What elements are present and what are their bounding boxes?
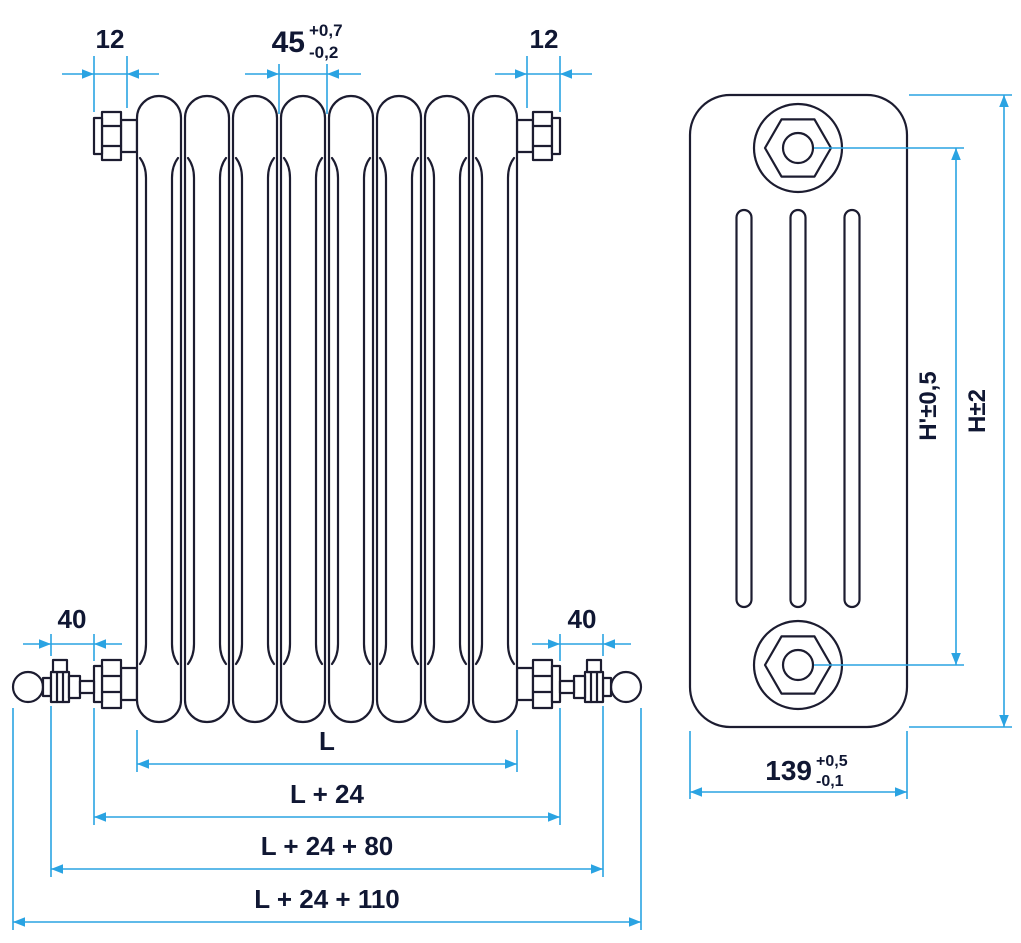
radiator-section-tube-lines bbox=[282, 156, 324, 666]
dim-depth-tol-plus: +0,5 bbox=[816, 753, 848, 770]
plug-cap bbox=[550, 116, 562, 156]
valve-tailpiece bbox=[78, 679, 96, 695]
dim-depth: 139 +0,5 -0,1 bbox=[689, 731, 908, 799]
bottom-left-valve bbox=[11, 658, 96, 704]
radiator-section-outline bbox=[375, 94, 423, 724]
radiator-section-tube-lines bbox=[138, 156, 180, 666]
radiator-section-outline bbox=[135, 94, 183, 724]
dim-height-overall-value: H±2 bbox=[964, 389, 991, 433]
bottom-left-plug bbox=[92, 658, 139, 710]
valve-stem bbox=[51, 658, 69, 674]
radiator-section-tube-lines bbox=[378, 156, 420, 666]
dim-valve-right: 40 bbox=[532, 604, 631, 661]
dim-length-value: L bbox=[319, 726, 335, 756]
radiator-section-outline bbox=[279, 94, 327, 724]
front-view bbox=[11, 94, 643, 724]
plug-cap bbox=[92, 116, 104, 156]
side-column-groove bbox=[843, 208, 861, 609]
dim-pitch-value: 45 bbox=[272, 26, 305, 59]
side-body-outline bbox=[688, 93, 909, 729]
dim-height-overall: H±2 bbox=[909, 94, 1012, 728]
side-column-groove bbox=[735, 208, 753, 609]
dim-valve-left: 40 bbox=[23, 604, 122, 661]
dim-plug-right-value: 12 bbox=[530, 24, 559, 54]
top-left-plug bbox=[92, 110, 139, 162]
plug-neck bbox=[119, 118, 139, 154]
valve-union-nut bbox=[583, 670, 605, 704]
dim-depth-tol-minus: -0,1 bbox=[816, 773, 844, 790]
radiator-section-outline bbox=[327, 94, 375, 724]
plug-hex bbox=[763, 635, 833, 695]
valve-body bbox=[67, 674, 82, 700]
dim-plug-left-value: 12 bbox=[96, 24, 125, 54]
plug-bore-circle bbox=[781, 131, 815, 165]
radiator-section-outline bbox=[471, 94, 519, 724]
dim-length-valves: L + 24 + 80 bbox=[50, 706, 604, 877]
dim-valve-left-value: 40 bbox=[58, 604, 87, 634]
radiator-section-tube-lines bbox=[330, 156, 372, 666]
valve-tailpiece bbox=[558, 679, 576, 695]
valve-stem bbox=[585, 658, 603, 674]
valve-joint bbox=[601, 676, 613, 698]
dim-length-total: L + 24 + 110 bbox=[12, 708, 642, 930]
top-right-plug bbox=[515, 110, 562, 162]
plug-cap bbox=[92, 664, 104, 704]
dim-height-axis-value: H'±0,5 bbox=[915, 371, 942, 441]
radiator-section-tube-lines bbox=[474, 156, 516, 666]
dim-length-plugs: L + 24 bbox=[93, 708, 561, 825]
radiator-section-tube-lines bbox=[186, 156, 228, 666]
plug-hex-flange bbox=[531, 658, 554, 710]
dim-plug-right: 12 bbox=[495, 24, 592, 112]
dim-valve-right-value: 40 bbox=[568, 604, 597, 634]
dim-pitch-tol-minus: -0,2 bbox=[309, 43, 338, 62]
dim-length-plugs-value: L + 24 bbox=[290, 779, 365, 809]
plug-hex-flange bbox=[100, 658, 123, 710]
plug-neck bbox=[515, 118, 535, 154]
plug-hex-flange bbox=[531, 110, 554, 162]
dim-plug-left: 12 bbox=[62, 24, 159, 112]
dim-length-total-value: L + 24 + 110 bbox=[254, 884, 400, 914]
dim-length-valves-value: L + 24 + 80 bbox=[261, 831, 394, 861]
side-column-groove bbox=[789, 208, 807, 609]
plug-cap bbox=[550, 664, 562, 704]
plug-bore-circle bbox=[781, 648, 815, 682]
side-view bbox=[688, 93, 909, 729]
plug-hex-flange bbox=[100, 110, 123, 162]
plug-neck bbox=[515, 666, 535, 702]
radiator-section-tube-lines bbox=[426, 156, 468, 666]
valve-body bbox=[572, 674, 587, 700]
bottom-right-valve bbox=[558, 658, 643, 704]
valve-union-nut bbox=[49, 670, 71, 704]
radiator-section-tube-lines bbox=[234, 156, 276, 666]
bottom-right-plug bbox=[515, 658, 562, 710]
radiator-section-outline bbox=[231, 94, 279, 724]
dim-depth-value: 139 bbox=[765, 755, 812, 786]
valve-ball bbox=[609, 670, 643, 704]
dim-pitch-tol-plus: +0,7 bbox=[309, 21, 343, 40]
valve-ball bbox=[11, 670, 45, 704]
plug-hex bbox=[763, 118, 833, 178]
dim-height-axis: H'±0,5 bbox=[814, 147, 964, 666]
dim-pitch: 45 +0,7 -0,2 bbox=[245, 21, 361, 114]
radiator-sections bbox=[135, 94, 519, 724]
dim-length: L bbox=[136, 726, 518, 772]
valve-joint bbox=[41, 676, 53, 698]
plug-neck bbox=[119, 666, 139, 702]
radiator-section-outline bbox=[423, 94, 471, 724]
radiator-section-outline bbox=[183, 94, 231, 724]
